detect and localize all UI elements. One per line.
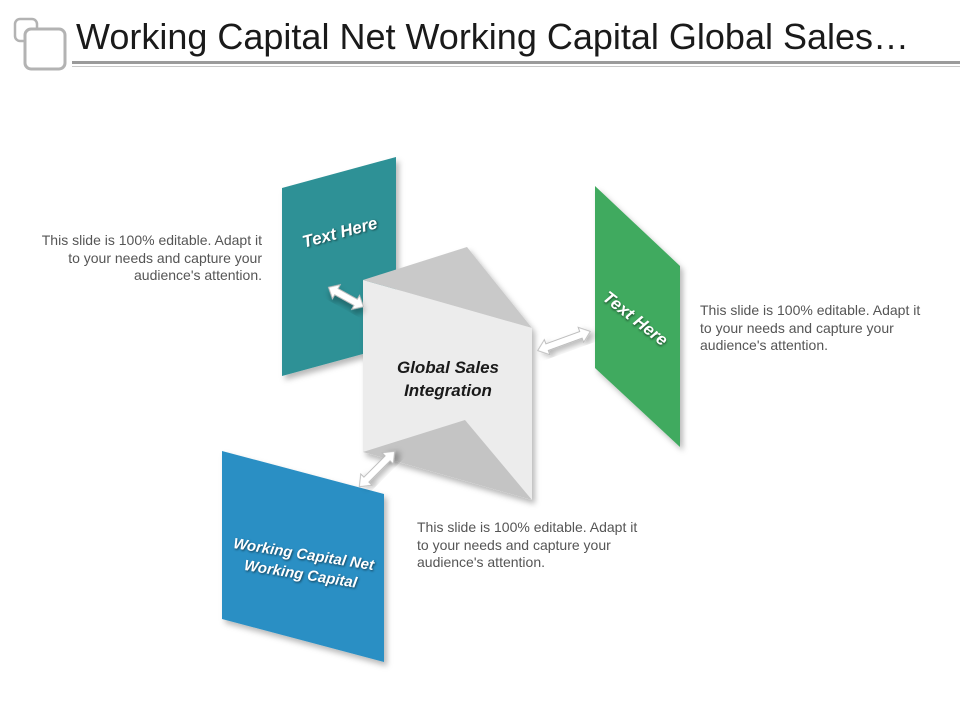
description-right: This slide is 100% editable. Adapt it to… xyxy=(700,302,921,353)
center-label: Global Sales Integration xyxy=(396,358,500,400)
description-bottom: This slide is 100% editable. Adapt it to… xyxy=(417,519,638,570)
green-panel xyxy=(595,186,680,447)
double-arrow-icon xyxy=(536,326,592,356)
blue-panel xyxy=(222,451,384,662)
description-left: This slide is 100% editable. Adapt it to… xyxy=(41,232,262,283)
double-arrow-icon xyxy=(358,450,396,488)
center-fold-shape xyxy=(363,247,532,500)
overlapping-squares-logo-icon xyxy=(13,17,67,71)
title-underline xyxy=(72,61,960,68)
double-arrow-icon xyxy=(327,283,365,311)
